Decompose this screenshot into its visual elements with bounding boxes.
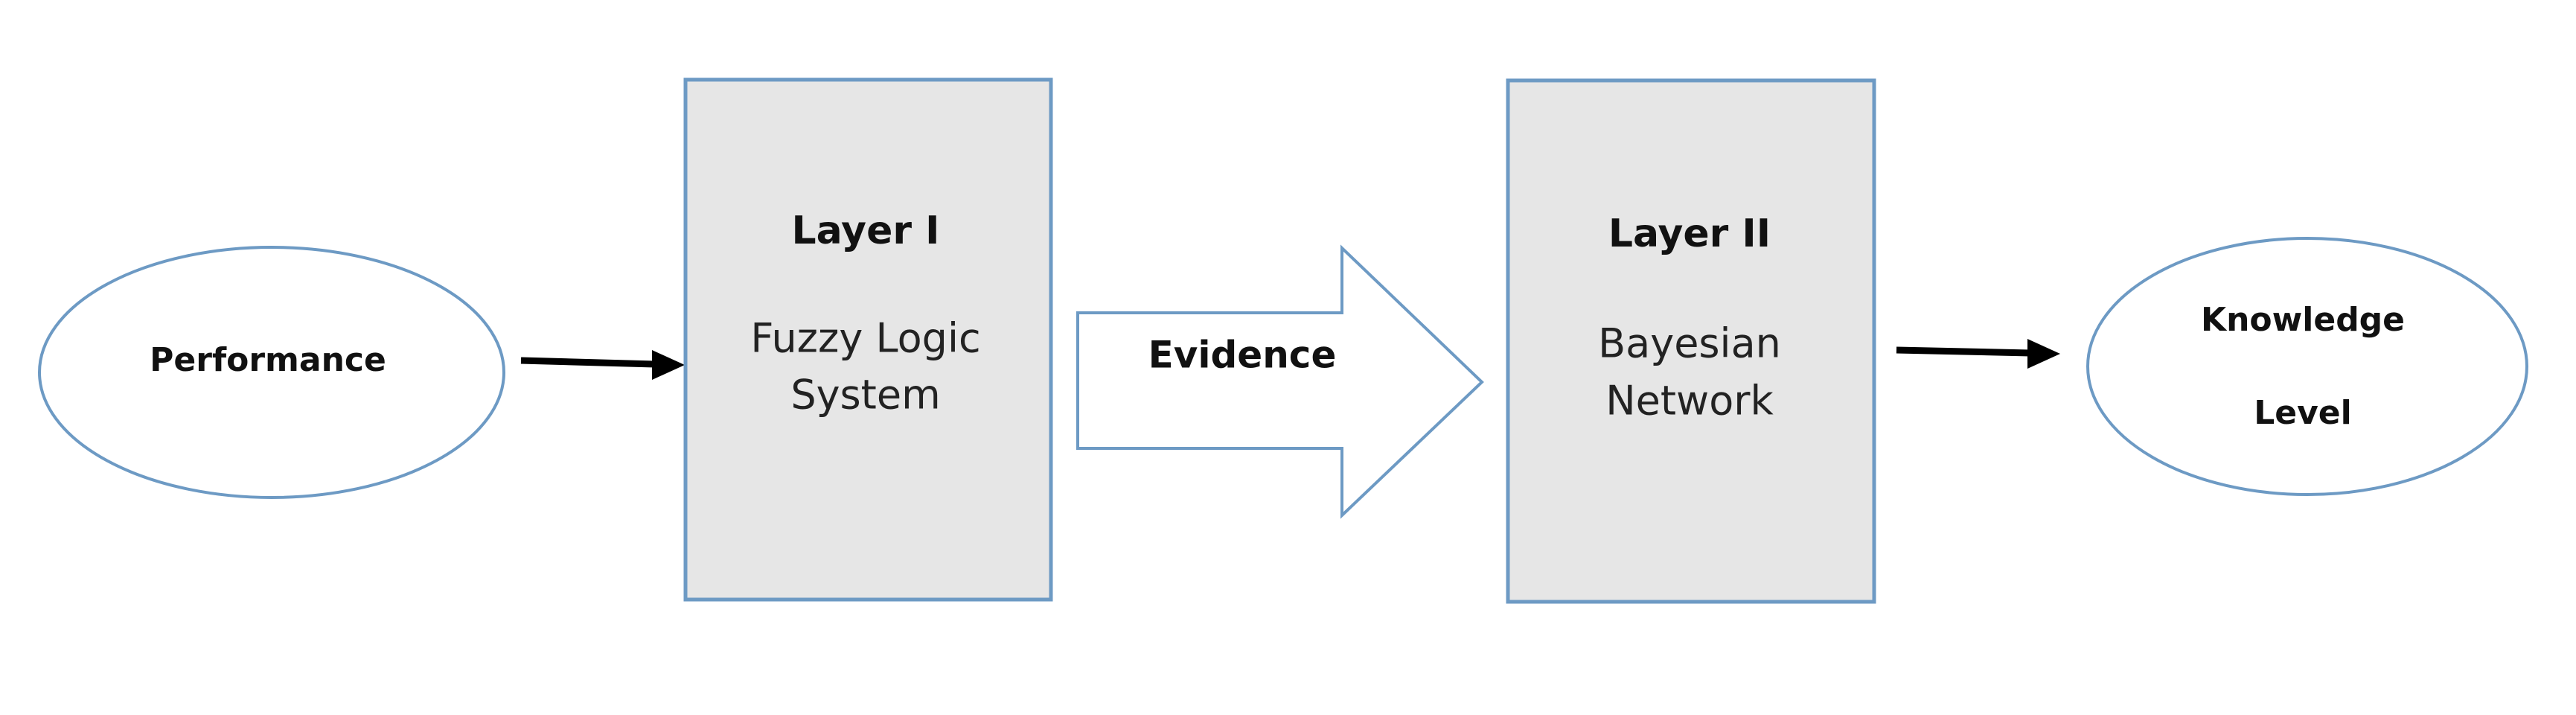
arrow-shaft <box>520 357 656 368</box>
layer-two-title: Layer II <box>1608 212 1771 256</box>
knowledge-level-ellipse <box>2086 237 2528 496</box>
evidence-arrow: Evidence <box>1076 244 1484 519</box>
layer-two-line-1: Bayesian <box>1598 320 1781 367</box>
arrow-head <box>2027 339 2060 369</box>
evidence-label: Evidence <box>1148 334 1337 377</box>
knowledge-level-line-2: Level <box>2254 394 2351 432</box>
layer-two-line-2: Network <box>1605 378 1774 425</box>
knowledge-level-line-1: Knowledge <box>2201 301 2405 339</box>
layer-one-line-2: System <box>790 372 940 419</box>
layer-one-rect <box>683 77 1053 602</box>
arrow-head <box>652 350 685 380</box>
performance-label: Performance <box>150 341 386 379</box>
performance-node: Performance <box>38 246 505 499</box>
layer-two-box: Layer II Bayesian Network <box>1506 78 1876 604</box>
layer-one-line-1: Fuzzy Logic <box>750 315 980 362</box>
knowledge-level-node: Knowledge Level <box>2086 237 2528 496</box>
arrow-shaft <box>1896 346 2031 357</box>
performance-ellipse <box>38 246 505 499</box>
layer-one-title: Layer I <box>792 209 940 253</box>
layer-two-rect <box>1506 78 1876 604</box>
arrow-performance-to-layer-one <box>520 350 685 380</box>
evidence-arrow-shape <box>1076 244 1484 519</box>
layer-one-box: Layer I Fuzzy Logic System <box>683 77 1053 602</box>
arrow-layer-two-to-knowledge <box>1896 339 2060 369</box>
